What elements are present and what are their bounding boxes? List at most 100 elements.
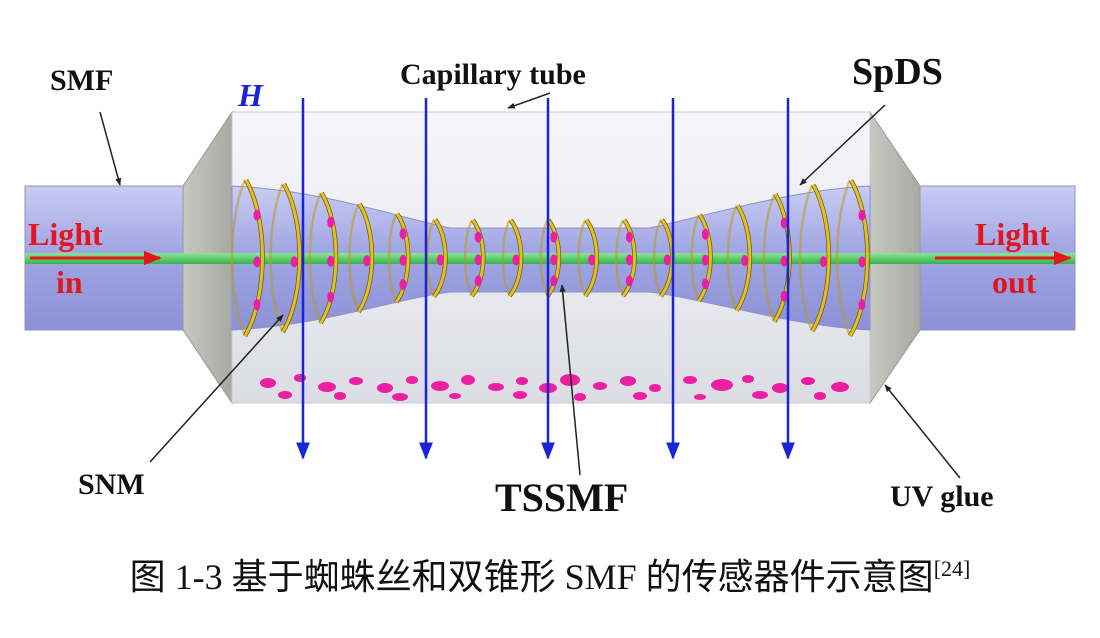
bottom-nanoparticle [574,393,586,401]
helix-nanoparticle [741,255,749,267]
bottom-nanoparticle [711,379,733,391]
bottom-nanoparticle [831,382,849,392]
helix-nanoparticle [399,228,407,240]
bottom-nanoparticle [260,378,276,388]
helix-nanoparticle [253,299,261,311]
helix-front [243,179,264,337]
helix-back [308,192,322,324]
helix-back [762,193,776,323]
helix-back [463,219,474,297]
helix-front [735,204,752,312]
helix-nanoparticle [399,278,407,290]
light-in-label-2: in [56,264,83,300]
helix-nanoparticle [780,217,788,229]
helix-nanoparticle [701,228,709,240]
helix-nanoparticle [474,275,482,287]
bottom-nanoparticle [752,391,768,399]
helix-back [653,219,663,297]
helix-nanoparticle [436,254,444,266]
helix-nanoparticle [780,290,788,302]
uv-glue-label: UV glue [890,480,994,513]
helix-nanoparticle [625,275,633,287]
bottom-nanoparticle [649,384,661,392]
bottom-nanoparticle [694,394,706,400]
bottom-nanoparticle [406,376,418,384]
smf-leader [99,111,122,186]
helix-nanoparticle [399,254,407,266]
helix-nanoparticle [512,254,520,266]
uv-glue-leader [884,384,961,479]
helix-back [726,204,738,312]
helix-nanoparticle [625,254,633,266]
nanoparticles [260,374,849,401]
helix-back [348,203,360,313]
helix-nanoparticle [625,231,633,243]
bottom-nanoparticle [278,391,292,399]
bottom-nanoparticle [377,383,393,393]
helix-nanoparticle [253,256,261,268]
bottom-nanoparticle [516,377,528,385]
helix-front [395,213,410,303]
helix-nanoparticle [858,209,866,221]
helix-nanoparticle [327,216,335,228]
helix-nanoparticle [588,254,596,266]
helix-back [577,219,587,297]
helix-back [690,214,700,302]
capillary-leader [507,92,551,109]
bottom-nanoparticle [560,374,580,386]
helix-front [810,184,831,332]
light-out-label-1: Light [975,216,1050,252]
bottom-nanoparticle [461,375,475,385]
helix-nanoparticle [663,254,671,266]
spds-leader [799,104,886,186]
bottom-nanoparticle [801,377,815,385]
bottom-nanoparticle [814,392,826,400]
helix-back [539,219,549,297]
helix-front [357,203,374,313]
helix-nanoparticle [701,278,709,290]
figure-caption: 图 1-3 基于蜘蛛丝和双锥形 SMF 的传感器件示意图[24] [0,548,1100,600]
helix-nanoparticle [550,254,558,266]
helix-front [546,219,561,297]
bottom-nanoparticle [431,381,449,391]
bottom-nanoparticle [513,391,527,399]
helix-nanoparticle [290,256,298,268]
bottom-nanoparticle [633,392,647,400]
helix-back [230,179,247,337]
helix-nanoparticle [858,299,866,311]
spds-label: SpDS [852,51,943,93]
bottom-nanoparticle [349,377,363,385]
bottom-nanoparticle [593,382,607,390]
bottom-nanoparticle [742,375,754,383]
caption-text: 图 1-3 基于蜘蛛丝和双锥形 SMF 的传感器件示意图 [129,557,934,597]
bottom-nanoparticle [449,393,461,399]
helix-nanoparticle [253,209,261,221]
helix-front [773,193,792,323]
helix-back [426,218,436,298]
fiber-core [25,253,1075,264]
helix-nanoparticle [327,291,335,303]
helix-back [798,184,814,332]
helix-back [501,219,511,297]
bottom-nanoparticle [392,393,408,401]
helix-nanoparticle [550,275,558,287]
helix-nanoparticle [474,231,482,243]
helix-nanoparticle [550,231,558,243]
caption-reference: [24] [933,556,971,581]
helix-front [432,218,447,298]
snm-label: SNM [78,468,145,501]
helix-nanoparticle [819,256,827,268]
helix-back [835,179,852,337]
bottom-nanoparticle [318,382,336,392]
helix-nanoparticle [858,256,866,268]
smf-label: SMF [50,64,113,97]
helix-nanoparticle [701,254,709,266]
helix-front [584,219,599,297]
h-field-label: H [237,77,264,113]
helix-front [319,192,338,324]
bottom-nanoparticle [772,383,788,393]
tssmf-leader [559,284,581,476]
bottom-nanoparticle [620,376,636,386]
